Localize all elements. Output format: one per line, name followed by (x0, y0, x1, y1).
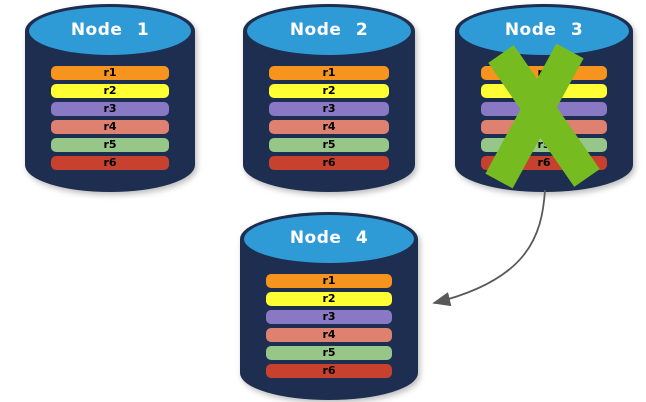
replica-list: r1 r2 r3 r4 r5 r6 (51, 66, 169, 170)
replica-bar-r5: r5 (269, 138, 389, 152)
cylinder-top-face (244, 215, 414, 263)
node-2: Node 2 r1 r2 r3 r4 r5 r6 (243, 4, 415, 192)
replica-bar-r1: r1 (51, 66, 169, 80)
replica-bar-r4: r4 (51, 120, 169, 134)
replica-list: r1 r2 r3 r4 r5 r6 (269, 66, 389, 170)
replica-bar-r4: r4 (266, 328, 392, 342)
replica-list: r1 r2 r3 r4 r5 r6 (266, 274, 392, 378)
node-title: Node 1 (70, 20, 150, 40)
cylinder-top-face (247, 7, 411, 55)
node-title: Node 4 (289, 228, 369, 248)
node-1: Node 1 r1 r2 r3 r4 r5 r6 (25, 4, 195, 192)
replica-bar-r6: r6 (269, 156, 389, 170)
replica-bar-r1: r1 (269, 66, 389, 80)
replica-bar-r3: r3 (51, 102, 169, 116)
failure-x-icon (485, 43, 600, 189)
replica-bar-r5: r5 (266, 346, 392, 360)
rebalance-arrow (432, 189, 546, 307)
cylinder-top-face (29, 7, 191, 55)
node-title: Node 3 (504, 20, 584, 40)
replica-bar-r2: r2 (51, 84, 169, 98)
cylinder-top-face (459, 7, 629, 55)
replica-bar-r6: r6 (266, 364, 392, 378)
node-title: Node 2 (289, 20, 369, 40)
replica-bar-r5: r5 (51, 138, 169, 152)
replica-bar-r3: r3 (269, 102, 389, 116)
replica-bar-r2: r2 (269, 84, 389, 98)
replica-bar-r2: r2 (266, 292, 392, 306)
node-4: Node 4 r1 r2 r3 r4 r5 r6 (240, 212, 418, 400)
replica-bar-r3: r3 (266, 310, 392, 324)
replica-bar-r4: r4 (269, 120, 389, 134)
replica-bar-r6: r6 (51, 156, 169, 170)
replica-bar-r1: r1 (266, 274, 392, 288)
